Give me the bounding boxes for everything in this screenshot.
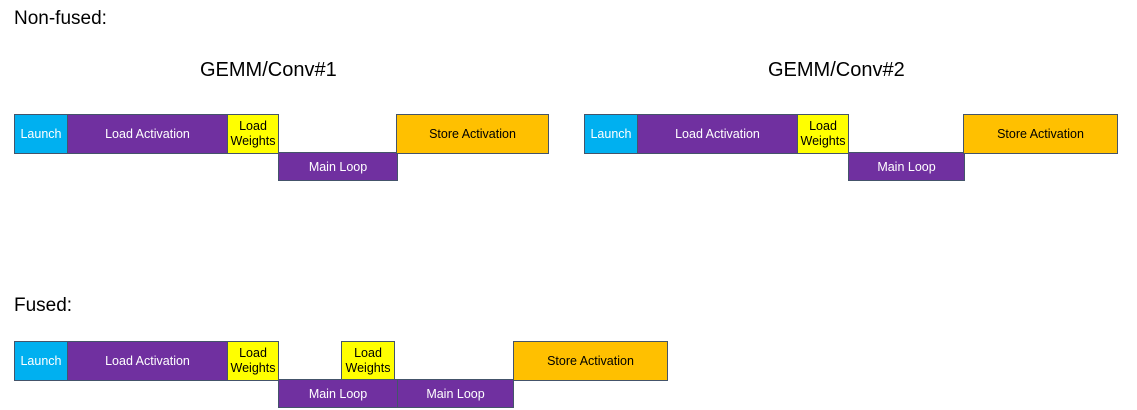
section-label-non-fused: Non-fused: [14, 8, 107, 29]
section-label-fused: Fused: [14, 295, 73, 316]
bar-fused-store-activation: Store Activation [513, 341, 668, 381]
bar-non-fused-gemm-2-load-activation: Load Activation [637, 114, 798, 154]
bar-non-fused-gemm-2-main-loop: Main Loop [848, 152, 965, 181]
bar-non-fused-gemm-1-load-activation: Load Activation [67, 114, 228, 154]
bar-non-fused-gemm-2-launch: Launch [584, 114, 638, 154]
bar-fused-main-loop-2: Main Loop [397, 379, 514, 408]
bar-non-fused-gemm-1-main-loop: Main Loop [278, 152, 398, 181]
panel-title-gemm-conv-2: GEMM/Conv#2 [768, 59, 905, 81]
bar-fused-load-activation: Load Activation [67, 341, 228, 381]
bar-fused-launch: Launch [14, 341, 68, 381]
bar-fused-load-weights-2: Load Weights [341, 341, 395, 381]
panel-title-gemm-conv-1: GEMM/Conv#1 [200, 59, 337, 81]
bar-fused-main-loop-1: Main Loop [278, 379, 398, 408]
bar-non-fused-gemm-1-load-weights: Load Weights [227, 114, 279, 154]
bar-non-fused-gemm-2-load-weights: Load Weights [797, 114, 849, 154]
bar-non-fused-gemm-1-store-activation: Store Activation [396, 114, 549, 154]
bar-fused-load-weights-1: Load Weights [227, 341, 279, 381]
bar-non-fused-gemm-1-launch: Launch [14, 114, 68, 154]
bar-non-fused-gemm-2-store-activation: Store Activation [963, 114, 1118, 154]
